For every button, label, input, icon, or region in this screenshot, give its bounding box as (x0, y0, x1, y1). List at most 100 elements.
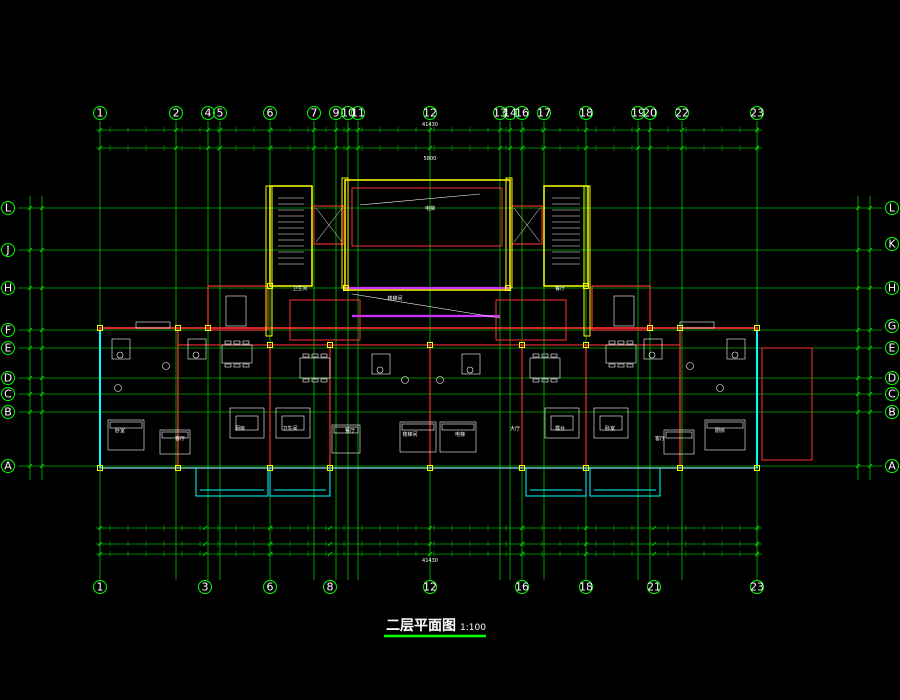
dimension-tick (867, 463, 873, 469)
dimension-tick (39, 375, 45, 381)
dimension-tick (27, 375, 33, 381)
dimension-tick (27, 285, 33, 291)
coffee-table (235, 415, 259, 431)
balcony (195, 467, 269, 497)
chair (311, 353, 319, 358)
main-block-outline (99, 327, 758, 469)
dimension-tick (205, 145, 211, 151)
dimension-tick (267, 551, 273, 557)
pillow (441, 423, 475, 431)
grid-bubble (885, 371, 899, 385)
sofa-set (544, 407, 580, 439)
chair (320, 378, 328, 383)
dimension-tick (97, 551, 103, 557)
dimension-tick (39, 205, 45, 211)
pillow (401, 423, 435, 431)
dimension-tick (39, 285, 45, 291)
bed (159, 429, 191, 455)
dimension-tick (39, 247, 45, 253)
stair-tower-right (543, 185, 589, 287)
dimension-tick (267, 127, 273, 133)
dimension-tick (355, 127, 361, 133)
dimension-tick (427, 127, 433, 133)
column (583, 342, 589, 348)
chair (302, 378, 310, 383)
grid-label-left: H (4, 282, 12, 295)
grid-bubble (750, 106, 764, 120)
dimension-tick (867, 205, 873, 211)
grid-bubble (1, 201, 15, 215)
chair (626, 340, 634, 345)
grid-label-bottom: 23 (750, 581, 764, 594)
dimension-tick (541, 145, 547, 151)
chair (541, 378, 549, 383)
grid-label-bottom: 1 (97, 581, 104, 594)
dimension-tick (311, 145, 317, 151)
grid-label-top: 7 (311, 107, 318, 120)
dimension-tick (754, 127, 760, 133)
elevator-x (315, 207, 343, 243)
bed (663, 429, 695, 455)
dimension-tick (583, 551, 589, 557)
dining-table (221, 344, 253, 364)
room-label: 卫生间 (282, 425, 297, 432)
dimension-tick (679, 127, 685, 133)
grid-bubble (201, 106, 215, 120)
grid-bubble (351, 106, 365, 120)
dimension-tick (427, 551, 433, 557)
column (205, 325, 211, 331)
dimension-tick (327, 525, 333, 531)
grid-label-right: K (888, 238, 896, 251)
grid-label-right: L (889, 202, 896, 215)
dimension-tick (497, 145, 503, 151)
dimension-tick (855, 247, 861, 253)
dimension-tick (583, 525, 589, 531)
grid-label-right: E (889, 342, 896, 355)
column-strip (505, 177, 513, 289)
dimension-tick (333, 145, 339, 151)
sofa-set (229, 407, 265, 439)
pillow (706, 421, 744, 429)
room-label: 大厅 (510, 425, 520, 432)
toilet (116, 351, 124, 359)
dimension-tick (855, 409, 861, 415)
drawing-title: 二层平面图 (386, 618, 456, 634)
elevator-left (313, 205, 345, 245)
toilet (376, 366, 384, 374)
chair (617, 363, 625, 368)
dimension-tick (267, 145, 273, 151)
column (175, 325, 181, 331)
washbasin (162, 362, 170, 370)
dimension-tick (217, 127, 223, 133)
dimension-tick (39, 345, 45, 351)
grid-label-top: 23 (750, 107, 764, 120)
sofa-set (275, 407, 311, 439)
room-label: 卧室 (115, 427, 125, 434)
chair (541, 353, 549, 358)
bathroom (643, 338, 663, 360)
dimension-tick (27, 409, 33, 415)
room-label: 客厅 (655, 435, 665, 442)
washbasin (436, 376, 444, 384)
kitchen-counter (679, 321, 715, 329)
column (583, 283, 589, 289)
dimension-tick (754, 145, 760, 151)
toilet (192, 351, 200, 359)
grid-bubble (885, 237, 899, 251)
chair (311, 378, 319, 383)
chair (320, 353, 328, 358)
washbasin (114, 384, 122, 392)
dimension-tick (327, 551, 333, 557)
hall-diagonal (351, 293, 501, 319)
grid-label-top: 14 (503, 107, 517, 120)
left-unit (99, 327, 179, 469)
dimension-tick (427, 525, 433, 531)
balcony (525, 467, 587, 497)
room-label: 卫生间 (292, 285, 307, 292)
chair (626, 363, 634, 368)
room-label: 餐厅 (555, 285, 565, 292)
grid-label-left: F (5, 324, 11, 337)
chair (242, 363, 250, 368)
central-hall (344, 179, 511, 291)
